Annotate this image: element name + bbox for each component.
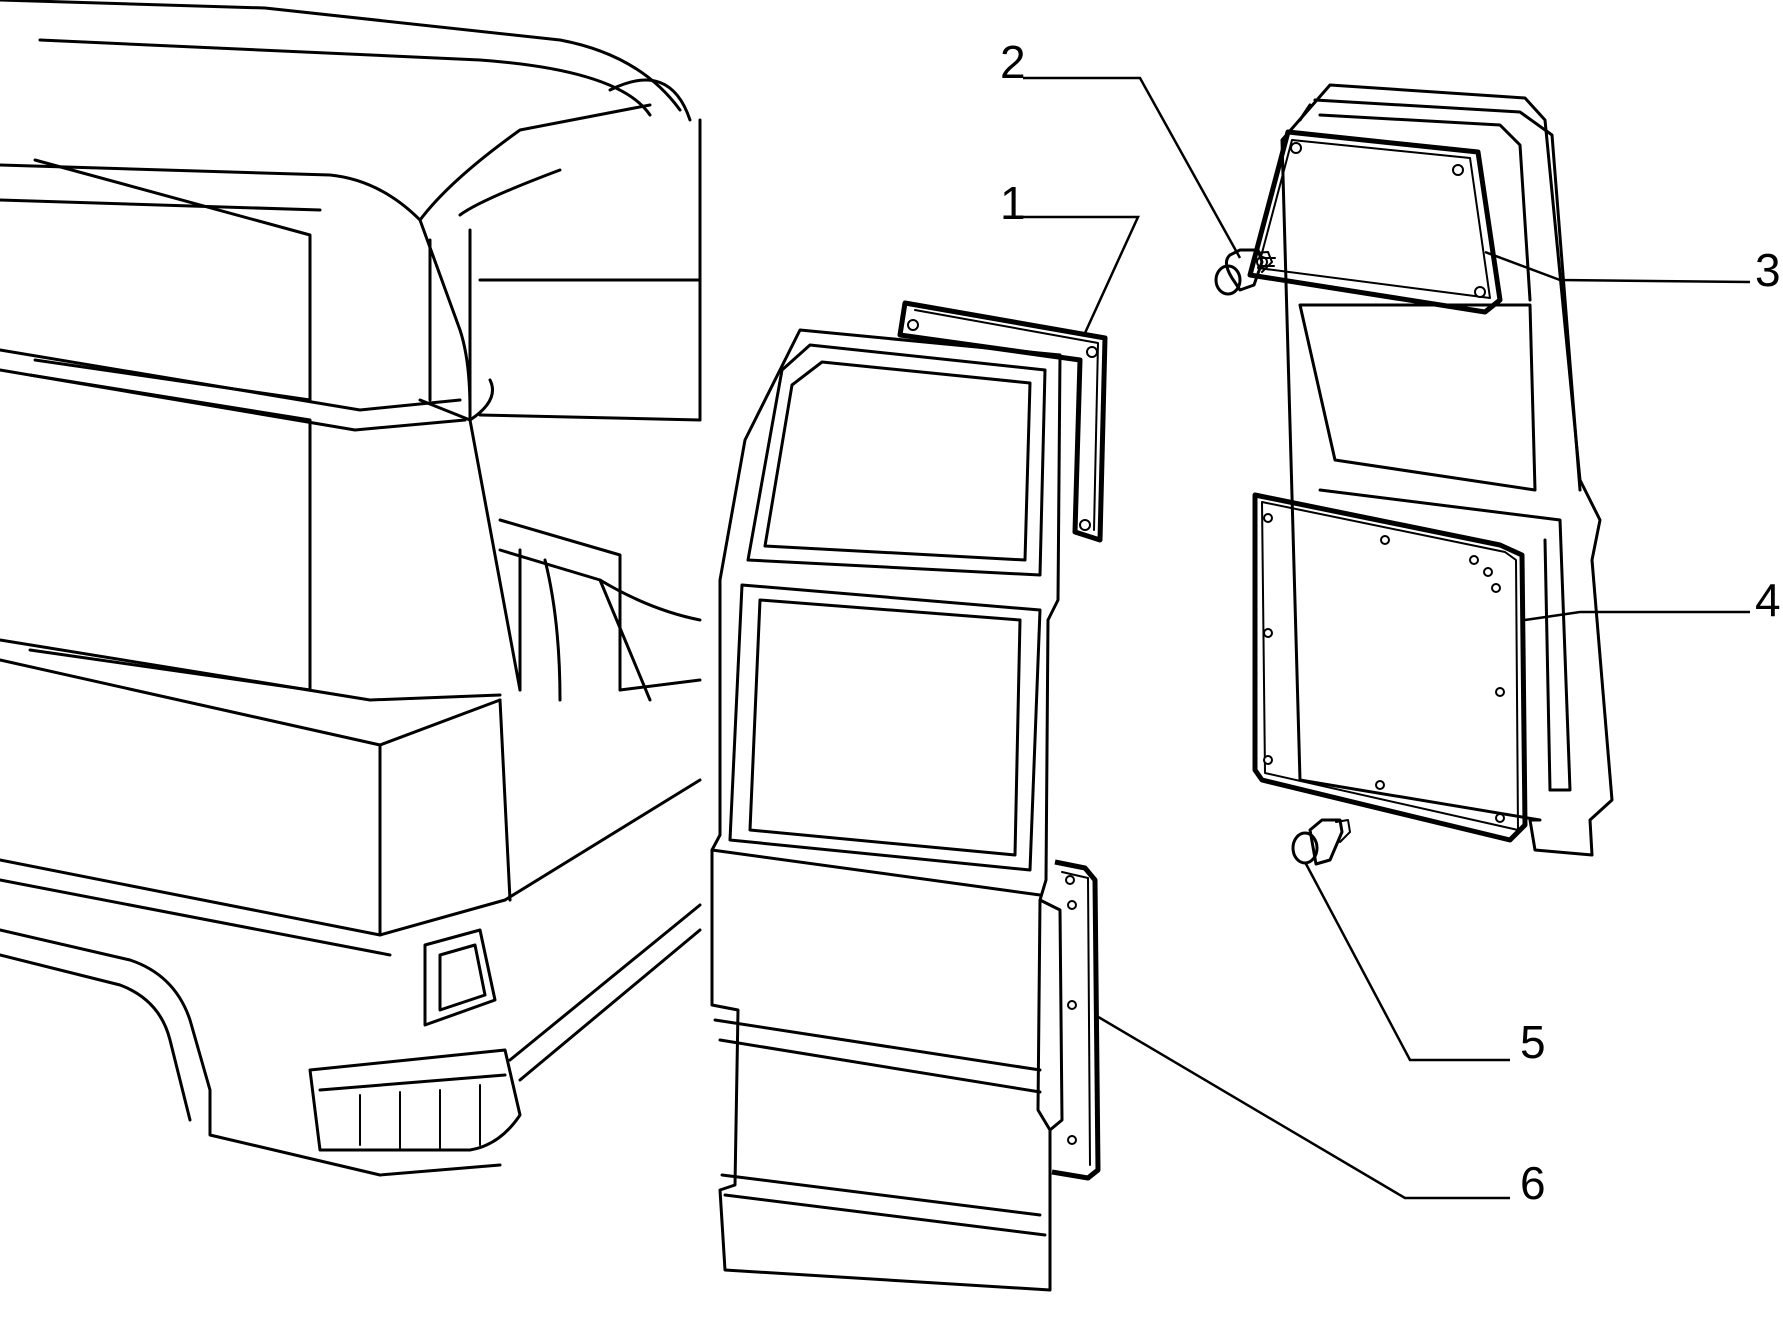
- leader-1: [1023, 215, 1140, 334]
- part-4-lower-panel: [1252, 492, 1528, 843]
- callout-5: 5: [1520, 1016, 1546, 1068]
- part-6-lower-trim-panel: [1051, 859, 1101, 1181]
- leader-2: [1023, 76, 1242, 259]
- callout-3: 3: [1755, 244, 1781, 296]
- leader-lines: [1023, 76, 1751, 1200]
- callout-labels: 1 2 3 4 5 6: [1000, 36, 1781, 1209]
- leader-3: [1484, 250, 1751, 284]
- callout-1: 1: [1000, 177, 1026, 229]
- callout-6: 6: [1520, 1157, 1546, 1209]
- part-1-upper-trim-panel: [897, 300, 1108, 543]
- part-5-push-clip: [1291, 818, 1351, 866]
- vehicle-rear-body: [0, 0, 702, 1177]
- door-inner-trim-outline: [1280, 83, 1614, 857]
- leader-6: [1094, 1013, 1510, 1200]
- part-2-push-clip: [1214, 248, 1276, 296]
- rear-door-shell: [710, 328, 1064, 1292]
- leader-4: [1524, 610, 1750, 622]
- leader-5: [1303, 861, 1510, 1062]
- callout-4: 4: [1755, 574, 1781, 626]
- callout-2: 2: [1000, 36, 1026, 88]
